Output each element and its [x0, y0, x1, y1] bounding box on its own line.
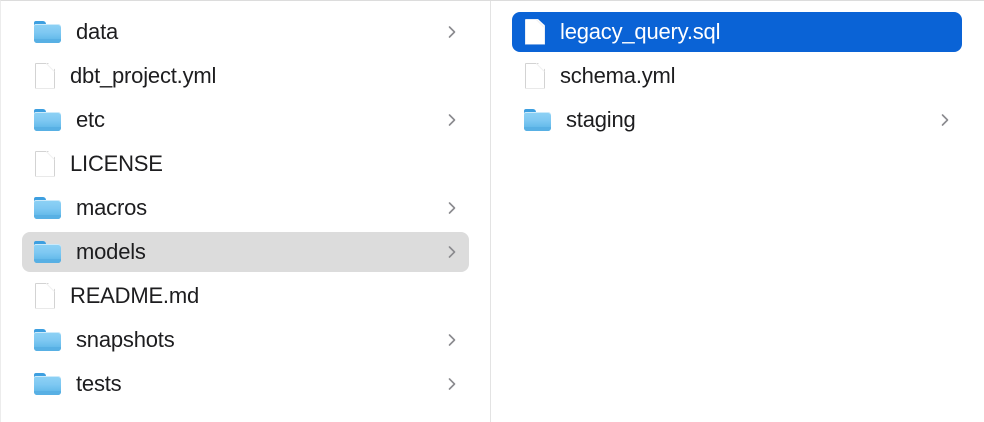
- file-browser-column-child[interactable]: legacy_query.sql schema.yml staging: [491, 1, 984, 422]
- file-row-label: data: [76, 19, 119, 44]
- file-row[interactable]: snapshots: [22, 320, 469, 360]
- file-row-label: schema.yml: [560, 63, 676, 88]
- document-icon: [34, 62, 56, 90]
- file-row[interactable]: staging: [512, 100, 962, 140]
- folder-icon: [34, 196, 62, 220]
- chevron-right-icon[interactable]: [938, 110, 952, 130]
- document-icon: [34, 282, 56, 310]
- file-row-label: LICENSE: [70, 151, 163, 176]
- file-row[interactable]: README.md: [22, 276, 469, 316]
- column-child-rows: legacy_query.sql schema.yml staging: [491, 12, 984, 140]
- file-row-label: snapshots: [76, 327, 175, 352]
- folder-icon: [524, 108, 552, 132]
- chevron-right-icon[interactable]: [445, 330, 459, 350]
- chevron-right-icon[interactable]: [445, 198, 459, 218]
- document-icon: [524, 62, 546, 90]
- file-row-label: README.md: [70, 283, 199, 308]
- folder-icon: [34, 20, 62, 44]
- file-row-label: macros: [76, 195, 147, 220]
- document-icon: [524, 18, 546, 46]
- file-row-label: dbt_project.yml: [70, 63, 217, 88]
- file-row[interactable]: models: [22, 232, 469, 272]
- file-row[interactable]: legacy_query.sql: [512, 12, 962, 52]
- chevron-right-icon[interactable]: [445, 22, 459, 42]
- chevron-right-icon[interactable]: [445, 242, 459, 262]
- document-icon: [34, 150, 56, 178]
- file-row-label: etc: [76, 107, 105, 132]
- file-row-label: tests: [76, 371, 122, 396]
- file-row-label: legacy_query.sql: [560, 19, 721, 44]
- file-row[interactable]: LICENSE: [22, 144, 469, 184]
- file-row[interactable]: etc: [22, 100, 469, 140]
- file-row[interactable]: dbt_project.yml: [22, 56, 469, 96]
- file-row[interactable]: data: [22, 12, 469, 52]
- folder-icon: [34, 108, 62, 132]
- chevron-right-icon[interactable]: [445, 374, 459, 394]
- folder-icon: [34, 328, 62, 352]
- folder-icon: [34, 240, 62, 264]
- chevron-right-icon[interactable]: [445, 110, 459, 130]
- file-row[interactable]: macros: [22, 188, 469, 228]
- file-row-label: staging: [566, 107, 636, 132]
- file-row[interactable]: tests: [22, 364, 469, 404]
- folder-icon: [34, 372, 62, 396]
- file-row[interactable]: schema.yml: [512, 56, 962, 96]
- file-row-label: models: [76, 239, 146, 264]
